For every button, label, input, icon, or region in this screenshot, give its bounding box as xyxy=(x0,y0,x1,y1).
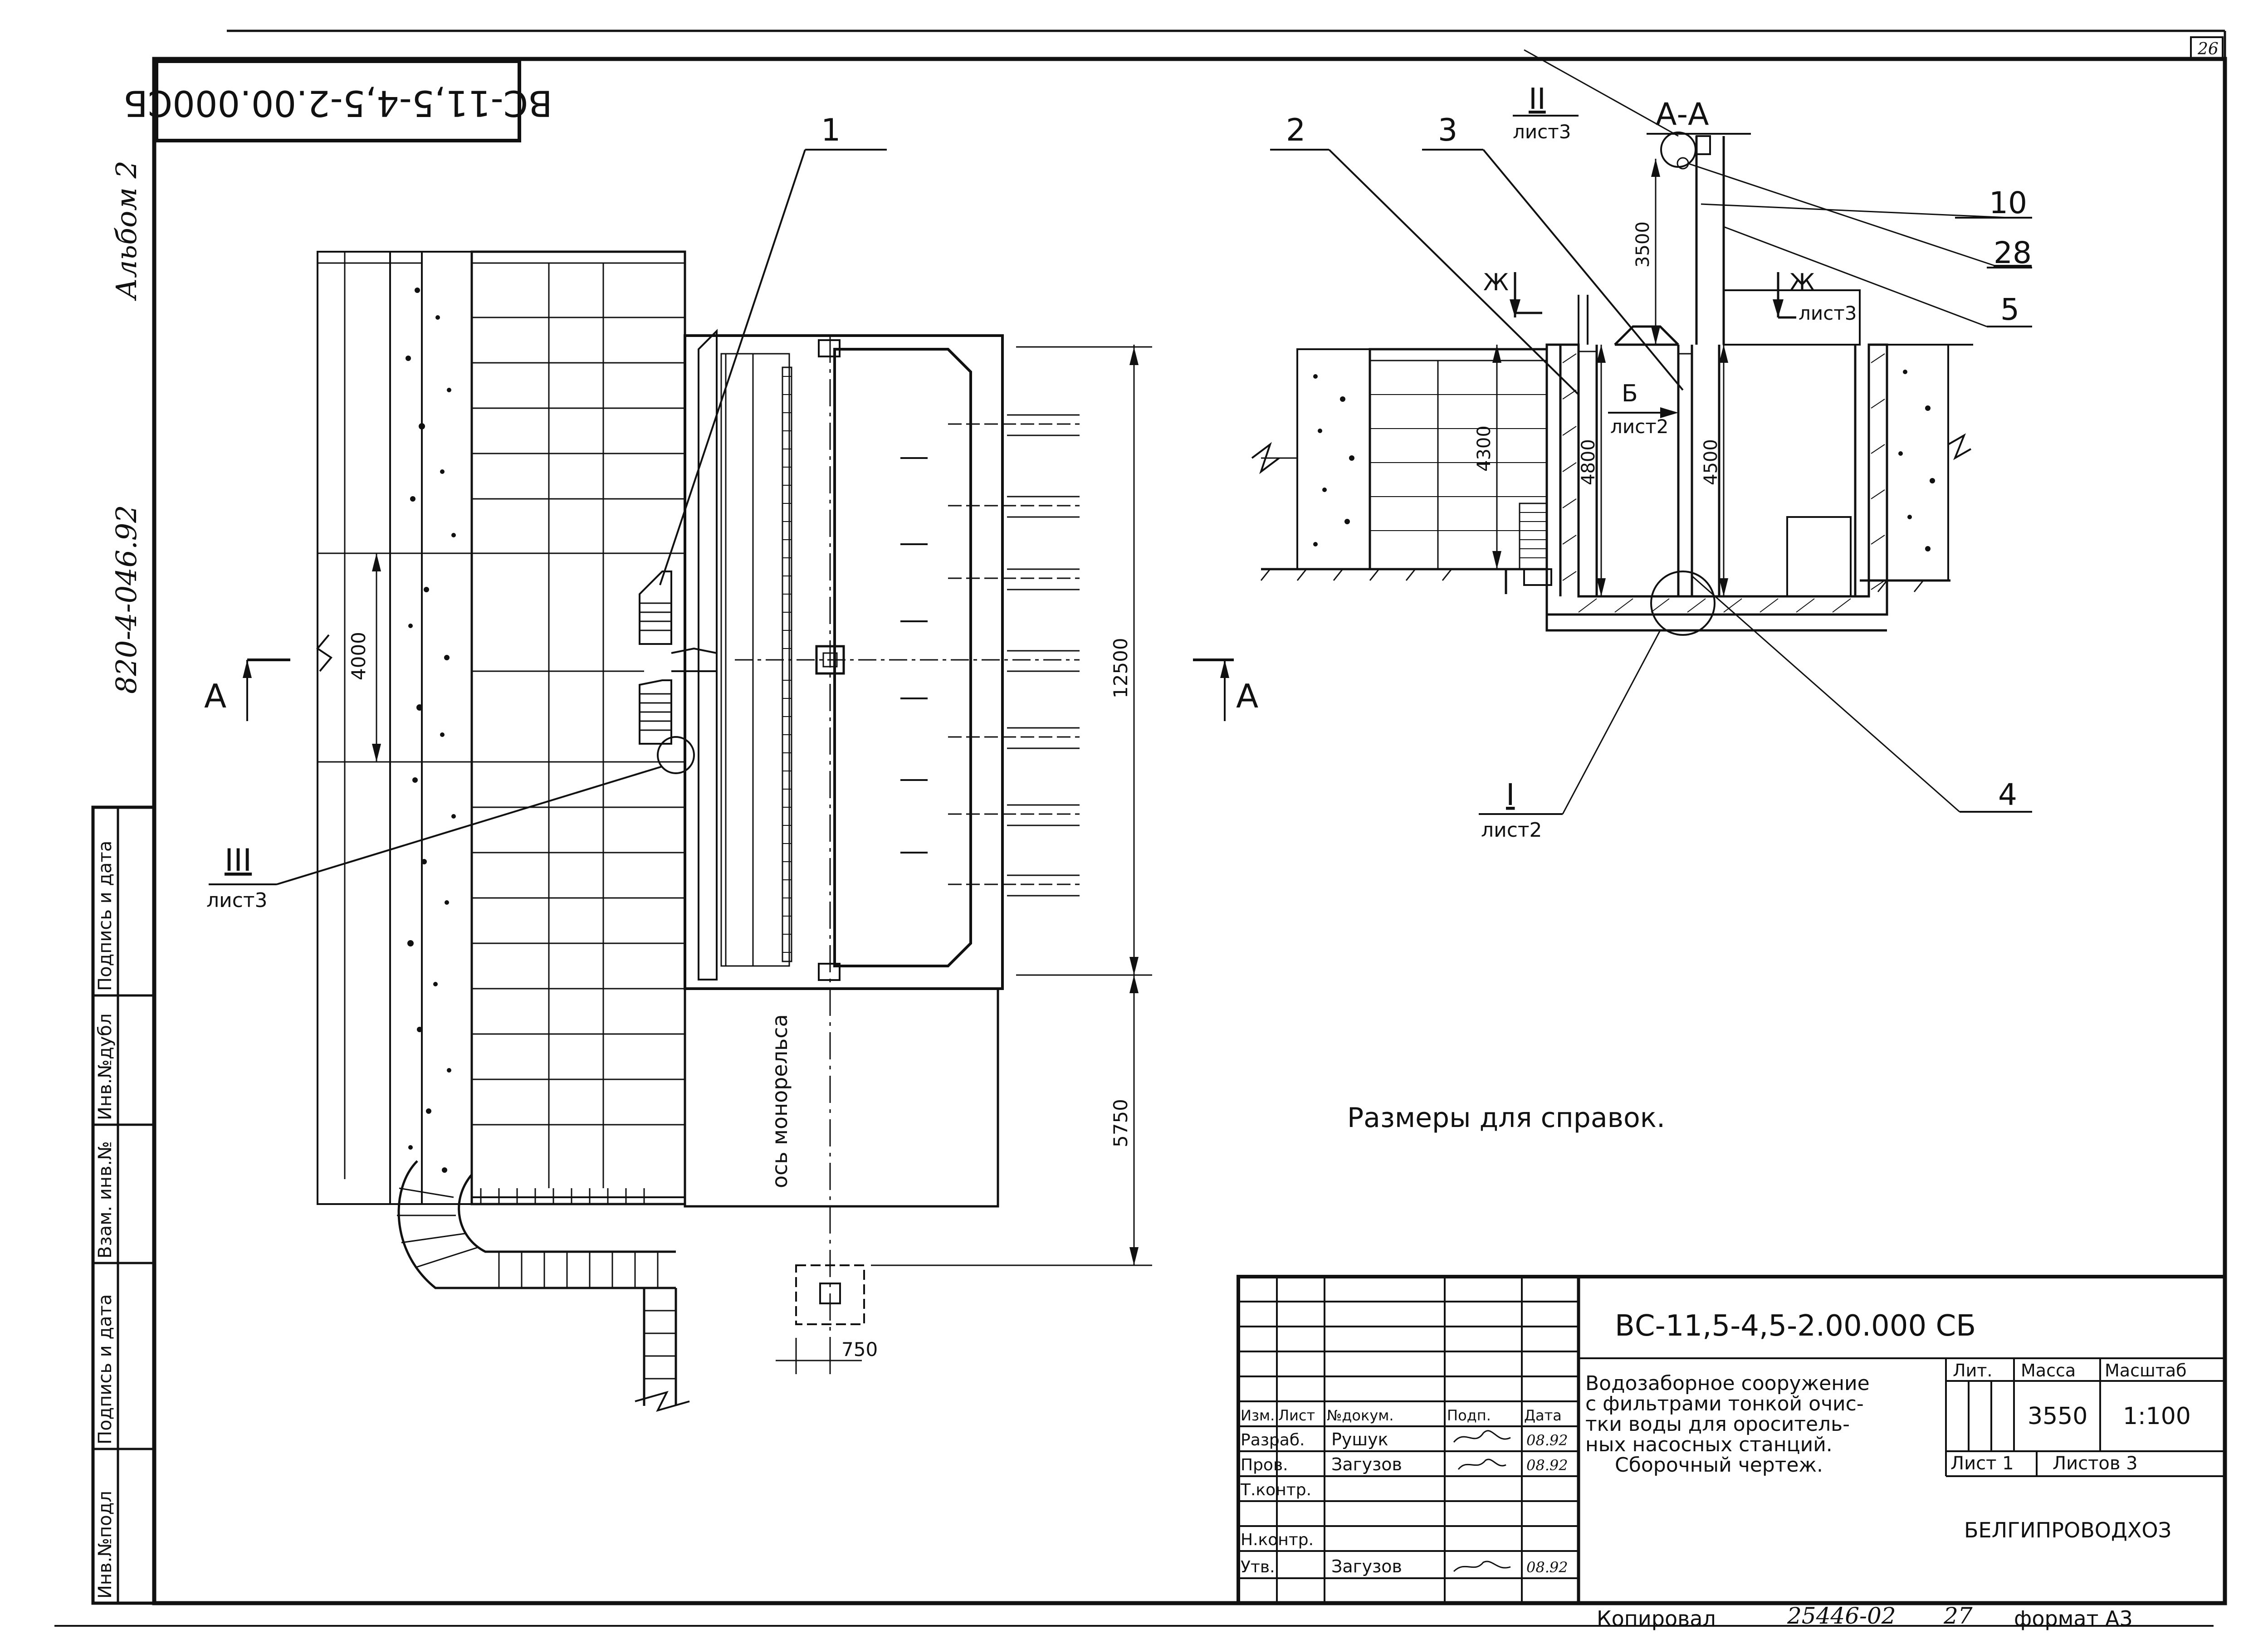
row-date: 08.92 xyxy=(1526,1457,1568,1474)
callout-II-sheet: лист3 xyxy=(1513,121,1571,143)
col-header: Изм. xyxy=(1241,1407,1275,1424)
slab-lines xyxy=(318,317,685,1126)
dim-12500: 12500 xyxy=(1110,638,1132,698)
sheets-label: Листов 3 xyxy=(2053,1453,2138,1474)
title-block: ВС-11,5-4,5-2.00.000 СБ Изм. Лист №докум… xyxy=(1237,1275,2227,1605)
callout-4: 4 xyxy=(1998,777,2017,812)
chamber-walls xyxy=(1545,343,1888,632)
mass-label: Масса xyxy=(2021,1361,2076,1380)
dim-4300: 4300 xyxy=(1474,425,1495,472)
lit-label: Лит. xyxy=(1953,1361,1993,1380)
description-line: Сборочный чертеж. xyxy=(1615,1454,1823,1477)
rotated-stamp: ВС-11,5-4,5-2.00.000СБ xyxy=(123,59,552,142)
section-mark-right: А xyxy=(1236,677,1258,715)
copy-number: 25446-02 xyxy=(1787,1603,1896,1629)
col-header: Лист xyxy=(1278,1407,1315,1424)
side-stamp-label: Инв.№подл xyxy=(95,1491,116,1599)
callout-I: I xyxy=(1506,777,1515,812)
org-name: БЕЛГИПРОВОДХОЗ xyxy=(1964,1518,2171,1542)
description-line: Водозаборное сооружение xyxy=(1585,1372,1870,1395)
page-number: 26 xyxy=(2197,40,2219,59)
section-view: А-А xyxy=(1251,49,2032,842)
copy-sheet: 27 xyxy=(1943,1603,1973,1629)
dim-4000: 4000 xyxy=(347,632,370,680)
description-line: тки воды для ороситель- xyxy=(1585,1413,1850,1436)
callout-III: III xyxy=(225,843,252,878)
side-stamp-label: Взам. инв.№ xyxy=(95,1141,116,1258)
col-header: №докум. xyxy=(1327,1407,1394,1424)
title-block-code: ВС-11,5-4,5-2.00.000 СБ xyxy=(1615,1309,1976,1343)
mass-value: 3550 xyxy=(2028,1403,2087,1430)
callout-1: 1 xyxy=(821,112,841,148)
format-label: формат А3 xyxy=(2014,1606,2133,1631)
cut-zh-sheet: лист3 xyxy=(1799,302,1857,324)
plan-view: 4000 xyxy=(204,112,1258,1412)
scale-value: 1:100 xyxy=(2123,1403,2191,1430)
side-stamp-label: Подпись и дата xyxy=(95,1294,116,1444)
row-role: Н.контр. xyxy=(1241,1531,1314,1549)
sheet-label: Лист 1 xyxy=(1950,1453,2014,1474)
dim-750: 750 xyxy=(841,1338,878,1361)
row-name: Загузов xyxy=(1331,1556,1402,1576)
callout-2: 2 xyxy=(1286,112,1305,148)
callout-28: 28 xyxy=(1994,235,2032,270)
reference-note: Размеры для справок. xyxy=(1347,1102,1665,1134)
dim-4800: 4800 xyxy=(1578,439,1599,485)
callout-II: II xyxy=(1529,83,1546,116)
callout-III-sheet: лист3 xyxy=(206,889,268,912)
rotated-stamp-text: ВС-11,5-4,5-2.00.000СБ xyxy=(123,83,552,123)
catalog-number: 820-4-046.92 xyxy=(110,505,143,694)
side-stamp: Инв.№подл Подпись и дата Взам. инв.№ Инв… xyxy=(91,805,156,1605)
row-name: Загузов xyxy=(1331,1454,1402,1474)
row-date: 08.92 xyxy=(1526,1559,1568,1576)
side-stamp-label: Подпись и дата xyxy=(95,841,116,991)
cut-zh-right: Ж xyxy=(1789,269,1815,296)
col-header: Подп. xyxy=(1447,1407,1491,1424)
sheet-frame xyxy=(54,29,2227,1627)
callout-3: 3 xyxy=(1438,112,1457,148)
description-line: ных насосных станций. xyxy=(1585,1433,1833,1456)
album-label: Альбом 2 xyxy=(110,161,143,301)
view-b-sheet: лист2 xyxy=(1610,415,1668,438)
callout-5: 5 xyxy=(2000,292,2019,327)
dim-3500: 3500 xyxy=(1633,221,1653,268)
description-line: с фильтрами тонкой очис- xyxy=(1585,1392,1864,1415)
section-mark-left: А xyxy=(204,677,226,715)
side-stamp-label: Инв.№дубл xyxy=(95,1013,116,1120)
row-role: Утв. xyxy=(1241,1558,1275,1576)
row-role: Разраб. xyxy=(1241,1431,1305,1449)
monorail-axis-label: ось монорельса xyxy=(767,1014,792,1188)
outlet-pipes xyxy=(735,414,1080,897)
row-date: 08.92 xyxy=(1526,1432,1568,1449)
callout-10: 10 xyxy=(1989,185,2027,220)
copied-by: Копировал xyxy=(1597,1606,1716,1631)
dim-4500: 4500 xyxy=(1701,439,1721,485)
gravel-dots xyxy=(406,288,456,1173)
col-header: Дата xyxy=(1524,1407,1562,1424)
view-b: Б xyxy=(1622,380,1638,407)
row-role: Т.контр. xyxy=(1240,1481,1311,1499)
cut-zh-left: Ж xyxy=(1483,269,1509,296)
row-name: Рушук xyxy=(1331,1429,1388,1449)
scale-label: Масштаб xyxy=(2105,1361,2187,1380)
section-title: А-А xyxy=(1656,97,1709,132)
dim-5750: 5750 xyxy=(1110,1099,1132,1147)
callout-I-sheet: лист2 xyxy=(1481,819,1542,842)
row-role: Пров. xyxy=(1241,1456,1288,1474)
